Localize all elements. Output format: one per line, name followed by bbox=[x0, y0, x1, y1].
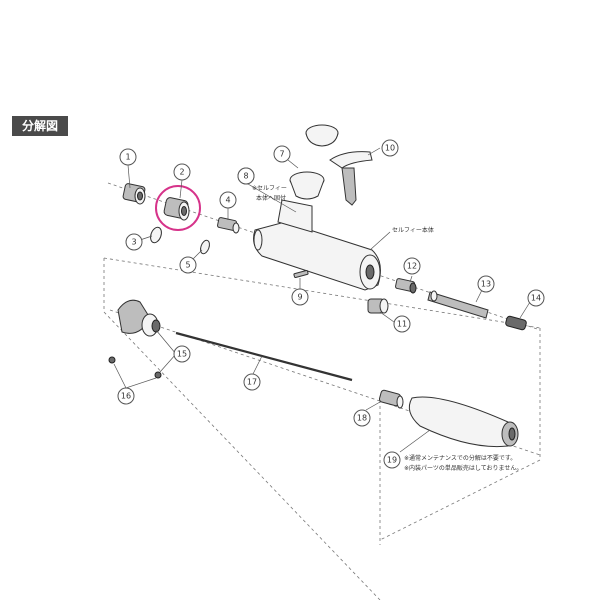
svg-text:18: 18 bbox=[357, 414, 367, 423]
callout-8: 8 bbox=[237, 167, 255, 185]
svg-text:2: 2 bbox=[179, 168, 184, 177]
callout-19: 19 bbox=[383, 451, 401, 469]
callout-10: 10 bbox=[381, 139, 399, 157]
callout-14: 14 bbox=[527, 289, 545, 307]
svg-text:5: 5 bbox=[185, 261, 190, 270]
callout-11: 11 bbox=[393, 315, 411, 333]
callout-3: 3 bbox=[125, 233, 143, 251]
part-19-handle bbox=[408, 396, 519, 448]
svg-text:8: 8 bbox=[243, 172, 248, 181]
part-16-washer-a bbox=[108, 356, 116, 364]
svg-text:12: 12 bbox=[407, 262, 417, 271]
assembly-outline bbox=[103, 257, 541, 600]
part-12-valve bbox=[395, 278, 417, 294]
footnote-1: ※通常メンテナンスでの分解は不要です。 bbox=[404, 454, 516, 462]
footnote-2: ※内装パーツの単品販売はしておりません。 bbox=[404, 464, 522, 472]
part-8-note-line2: 本体へ固付 bbox=[256, 194, 286, 202]
part-3-o-ring bbox=[150, 226, 162, 244]
part-body bbox=[253, 199, 381, 291]
callout-2: 2 bbox=[173, 163, 191, 181]
part-11-bushing bbox=[367, 298, 389, 314]
callout-13: 13 bbox=[477, 275, 495, 293]
body-label: セルフィー本体 bbox=[392, 226, 434, 234]
callout-15: 15 bbox=[173, 345, 191, 363]
part-7-cup bbox=[289, 124, 339, 200]
part-10-trigger bbox=[329, 151, 373, 206]
callout-4: 4 bbox=[219, 191, 237, 209]
part-18-chuck bbox=[378, 389, 404, 409]
svg-text:13: 13 bbox=[481, 280, 491, 289]
svg-text:19: 19 bbox=[387, 456, 397, 465]
callout-5: 5 bbox=[179, 256, 197, 274]
svg-text:7: 7 bbox=[279, 150, 284, 159]
svg-text:11: 11 bbox=[397, 320, 407, 329]
callout-9: 9 bbox=[291, 288, 309, 306]
svg-text:16: 16 bbox=[121, 392, 131, 401]
leader-lines bbox=[113, 147, 531, 453]
callout-17: 17 bbox=[243, 373, 261, 391]
part-8-note-line1: ※セルフィー bbox=[252, 185, 287, 192]
svg-text:15: 15 bbox=[177, 350, 187, 359]
part-9-pin bbox=[293, 269, 309, 279]
part-2-nozzle bbox=[163, 197, 190, 221]
svg-text:9: 9 bbox=[297, 293, 302, 302]
part-15-handle-cap bbox=[117, 299, 161, 337]
part-5-o-ring bbox=[200, 239, 210, 255]
svg-text:10: 10 bbox=[385, 144, 395, 153]
page-title: 分解図 bbox=[12, 116, 68, 136]
svg-text:3: 3 bbox=[131, 238, 136, 247]
svg-text:17: 17 bbox=[247, 378, 257, 387]
part-17-needle bbox=[175, 331, 353, 382]
highlight-ring bbox=[155, 185, 201, 231]
callout-16: 16 bbox=[117, 387, 135, 405]
callout-18: 18 bbox=[353, 409, 371, 427]
svg-text:4: 4 bbox=[225, 196, 230, 205]
callout-12: 12 bbox=[403, 257, 421, 275]
svg-text:1: 1 bbox=[125, 153, 130, 162]
part-1-nozzle-cap bbox=[122, 183, 146, 205]
svg-text:14: 14 bbox=[531, 294, 541, 303]
part-13-guide-rod bbox=[427, 290, 489, 319]
callout-1: 1 bbox=[119, 148, 137, 166]
part-14-spring bbox=[505, 315, 527, 331]
part-16-washer-b bbox=[154, 371, 162, 379]
callout-7: 7 bbox=[273, 145, 291, 163]
